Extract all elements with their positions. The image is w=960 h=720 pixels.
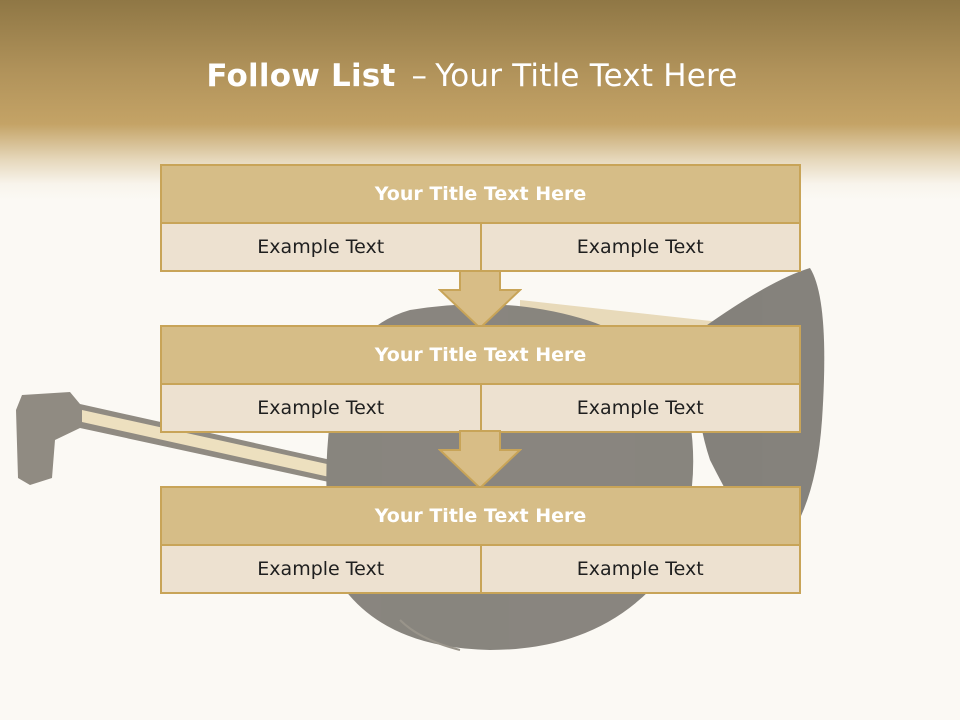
step-cell-right: Example Text	[479, 224, 800, 270]
step-box-2: Your Title Text Here Example Text Exampl…	[160, 325, 801, 433]
step-title: Your Title Text Here	[162, 488, 799, 546]
slide-title-bold: Follow List	[206, 58, 396, 94]
down-arrow-icon	[438, 430, 522, 490]
step-cells: Example Text Example Text	[162, 546, 799, 592]
slide-title: Follow List–Your Title Text Here	[0, 56, 944, 96]
step-box-3: Your Title Text Here Example Text Exampl…	[160, 486, 801, 594]
step-cells: Example Text Example Text	[162, 385, 799, 431]
step-title: Your Title Text Here	[162, 327, 799, 385]
step-cell-right: Example Text	[479, 546, 800, 592]
slide-title-separator: –	[411, 58, 428, 94]
step-cells: Example Text Example Text	[162, 224, 799, 270]
step-cell-left: Example Text	[257, 558, 385, 580]
slide-title-rest: Your Title Text Here	[435, 58, 738, 94]
step-box-1: Your Title Text Here Example Text Exampl…	[160, 164, 801, 272]
step-cell-left: Example Text	[257, 397, 385, 419]
step-cell-left: Example Text	[257, 236, 385, 258]
down-arrow-icon	[438, 270, 522, 330]
step-title: Your Title Text Here	[162, 166, 799, 224]
step-cell-right: Example Text	[479, 385, 800, 431]
